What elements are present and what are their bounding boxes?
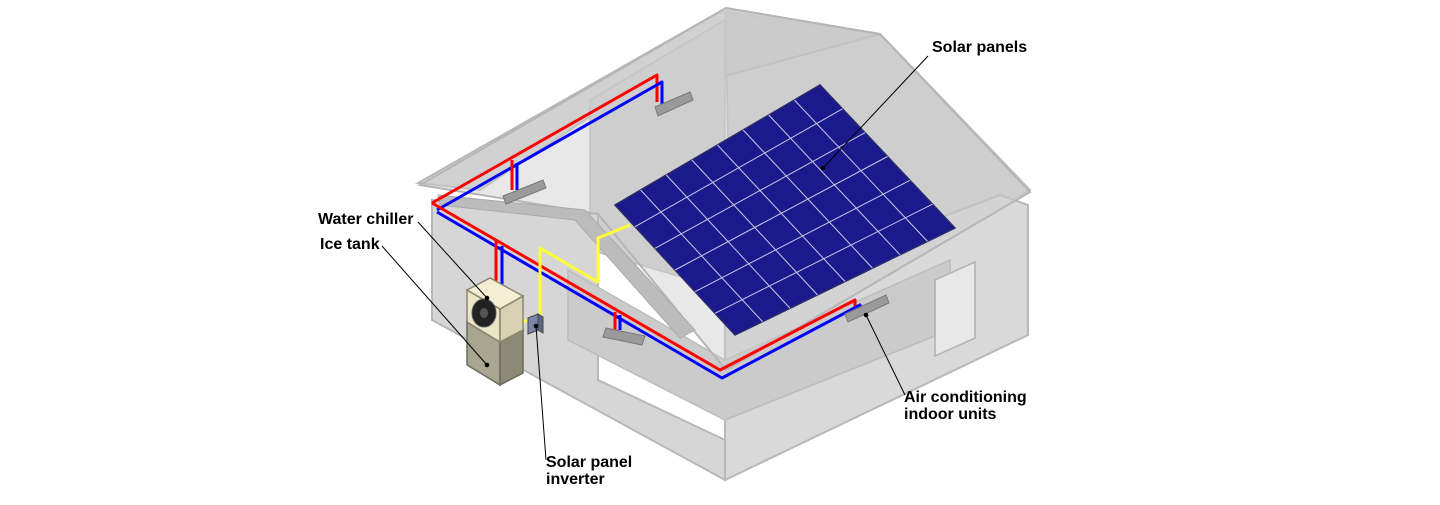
label-ice-tank: Ice tank [320, 236, 380, 253]
panel-grid-line-row [694, 179, 911, 293]
label-solar-panels: Solar panels [932, 39, 1028, 56]
solar-panel-array [613, 84, 957, 336]
panel-grid-line-row [634, 108, 843, 228]
panel-grid-line-row [674, 156, 888, 271]
ac-indoor-units [502, 91, 890, 346]
leader-inverter-dot [533, 323, 539, 329]
chiller-and-tank [465, 277, 525, 387]
solar-panel-inverter [527, 313, 544, 335]
label-inverter-line1: Solar panel [546, 454, 633, 471]
label-inverter-line2: inverter [546, 471, 605, 488]
leader-ac-units [865, 314, 906, 396]
leader-water-chiller-dot [484, 295, 490, 301]
solar-panel-grid [634, 99, 933, 322]
leader-ac-units-dot [863, 312, 869, 318]
door-opening [934, 260, 976, 358]
label-ac-line1: Air conditioning [904, 389, 1027, 406]
ac-unit-1 [654, 91, 694, 117]
label-ac-line2: indoor units [904, 406, 997, 423]
leader-water-chiller [417, 221, 488, 299]
roof-ridge [437, 194, 696, 339]
label-water-chiller: Water chiller [318, 211, 414, 228]
leader-solar-panels-dot [820, 165, 826, 171]
ac-unit-2 [502, 179, 547, 205]
pipe-supply [431, 73, 659, 205]
ac-unit-3 [602, 327, 646, 346]
panel-grid-line-row [654, 132, 866, 249]
ac-unit-4 [844, 294, 890, 323]
leader-inverter [535, 325, 547, 461]
cooling-pipes [431, 73, 862, 380]
leader-ice-tank-dot [484, 362, 490, 368]
leader-solar-panels [822, 55, 929, 169]
inverter-side [537, 313, 544, 334]
panel-grid-line-row [714, 203, 933, 314]
leader-ice-tank [381, 245, 488, 366]
leader-lines [381, 55, 929, 461]
chiller-fan-hub [480, 308, 488, 318]
